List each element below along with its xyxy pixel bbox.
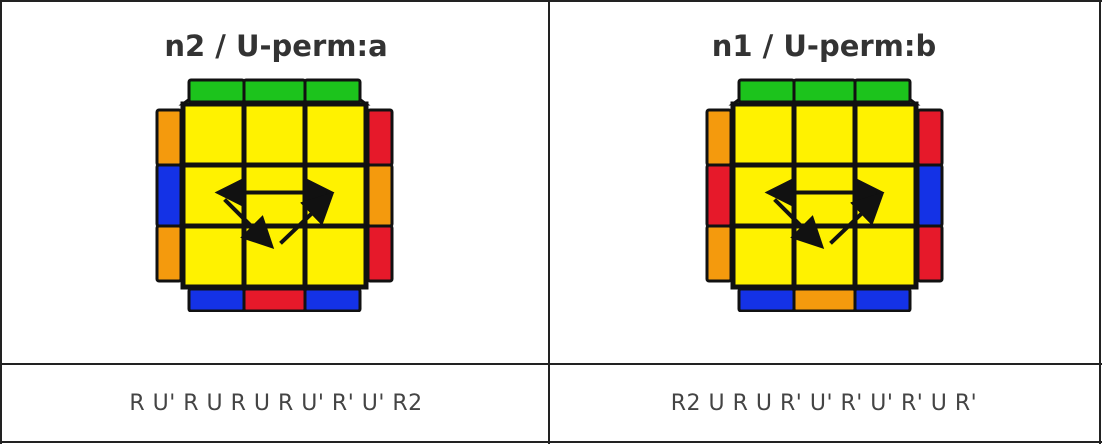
face-sticker <box>302 101 369 168</box>
left-edge-sticker <box>155 108 183 167</box>
bottom-edge-sticker <box>792 287 857 312</box>
table-border-middle <box>0 363 1102 365</box>
face-sticker <box>730 101 797 168</box>
top-edge-sticker <box>737 78 796 104</box>
face-sticker <box>791 162 858 229</box>
face-sticker <box>302 162 369 229</box>
top-edge-sticker <box>792 78 857 104</box>
face-sticker <box>241 162 308 229</box>
bottom-edge-sticker <box>737 287 796 312</box>
top-edge-sticker <box>853 78 912 104</box>
case-title: n1 / U-perm:b <box>711 29 937 63</box>
cycle-arrow <box>829 191 885 245</box>
case-title: n2 / U-perm:a <box>164 29 388 63</box>
face-sticker <box>791 101 858 168</box>
left-edge-sticker <box>705 163 733 228</box>
top-edge-sticker <box>242 78 307 104</box>
face-sticker <box>852 162 919 229</box>
cube-diagram-ua <box>155 78 394 312</box>
face-sticker <box>791 223 858 290</box>
top-edge-sticker <box>303 78 362 104</box>
table-border-center <box>548 0 550 444</box>
face-sticker <box>852 101 919 168</box>
face-sticker <box>241 223 308 290</box>
left-edge-sticker <box>705 224 733 283</box>
right-edge-sticker <box>916 108 944 167</box>
table-border-bottom <box>0 441 1102 443</box>
face-sticker <box>730 223 797 290</box>
right-edge-sticker <box>366 108 394 167</box>
right-edge-sticker <box>366 163 394 228</box>
face-sticker <box>730 162 797 229</box>
table-border-top <box>0 0 1102 2</box>
face-sticker <box>241 101 308 168</box>
table-border-left <box>0 0 2 444</box>
algorithm-text: R U' R U R U R U' R' U' R2 <box>129 391 423 416</box>
face-sticker <box>180 223 247 290</box>
face-sticker <box>180 162 247 229</box>
top-edge-sticker <box>187 78 246 104</box>
bottom-edge-sticker <box>853 287 912 312</box>
right-edge-sticker <box>916 224 944 283</box>
right-edge-sticker <box>366 224 394 283</box>
left-edge-sticker <box>155 224 183 283</box>
left-edge-sticker <box>705 108 733 167</box>
bottom-edge-sticker <box>303 287 362 312</box>
cycle-arrow <box>223 198 275 250</box>
right-edge-sticker <box>916 163 944 228</box>
bottom-edge-sticker <box>242 287 307 312</box>
algorithm-text: R2 U R U R' U' R' U' R' U R' <box>670 391 978 416</box>
face-sticker <box>852 223 919 290</box>
face-sticker <box>302 223 369 290</box>
face-sticker <box>180 101 247 168</box>
cycle-arrow <box>773 198 825 250</box>
table-border-right <box>1099 0 1101 444</box>
cube-diagram-ub <box>705 78 944 312</box>
left-edge-sticker <box>155 163 183 228</box>
bottom-edge-sticker <box>187 287 246 312</box>
cycle-arrow <box>279 191 335 245</box>
